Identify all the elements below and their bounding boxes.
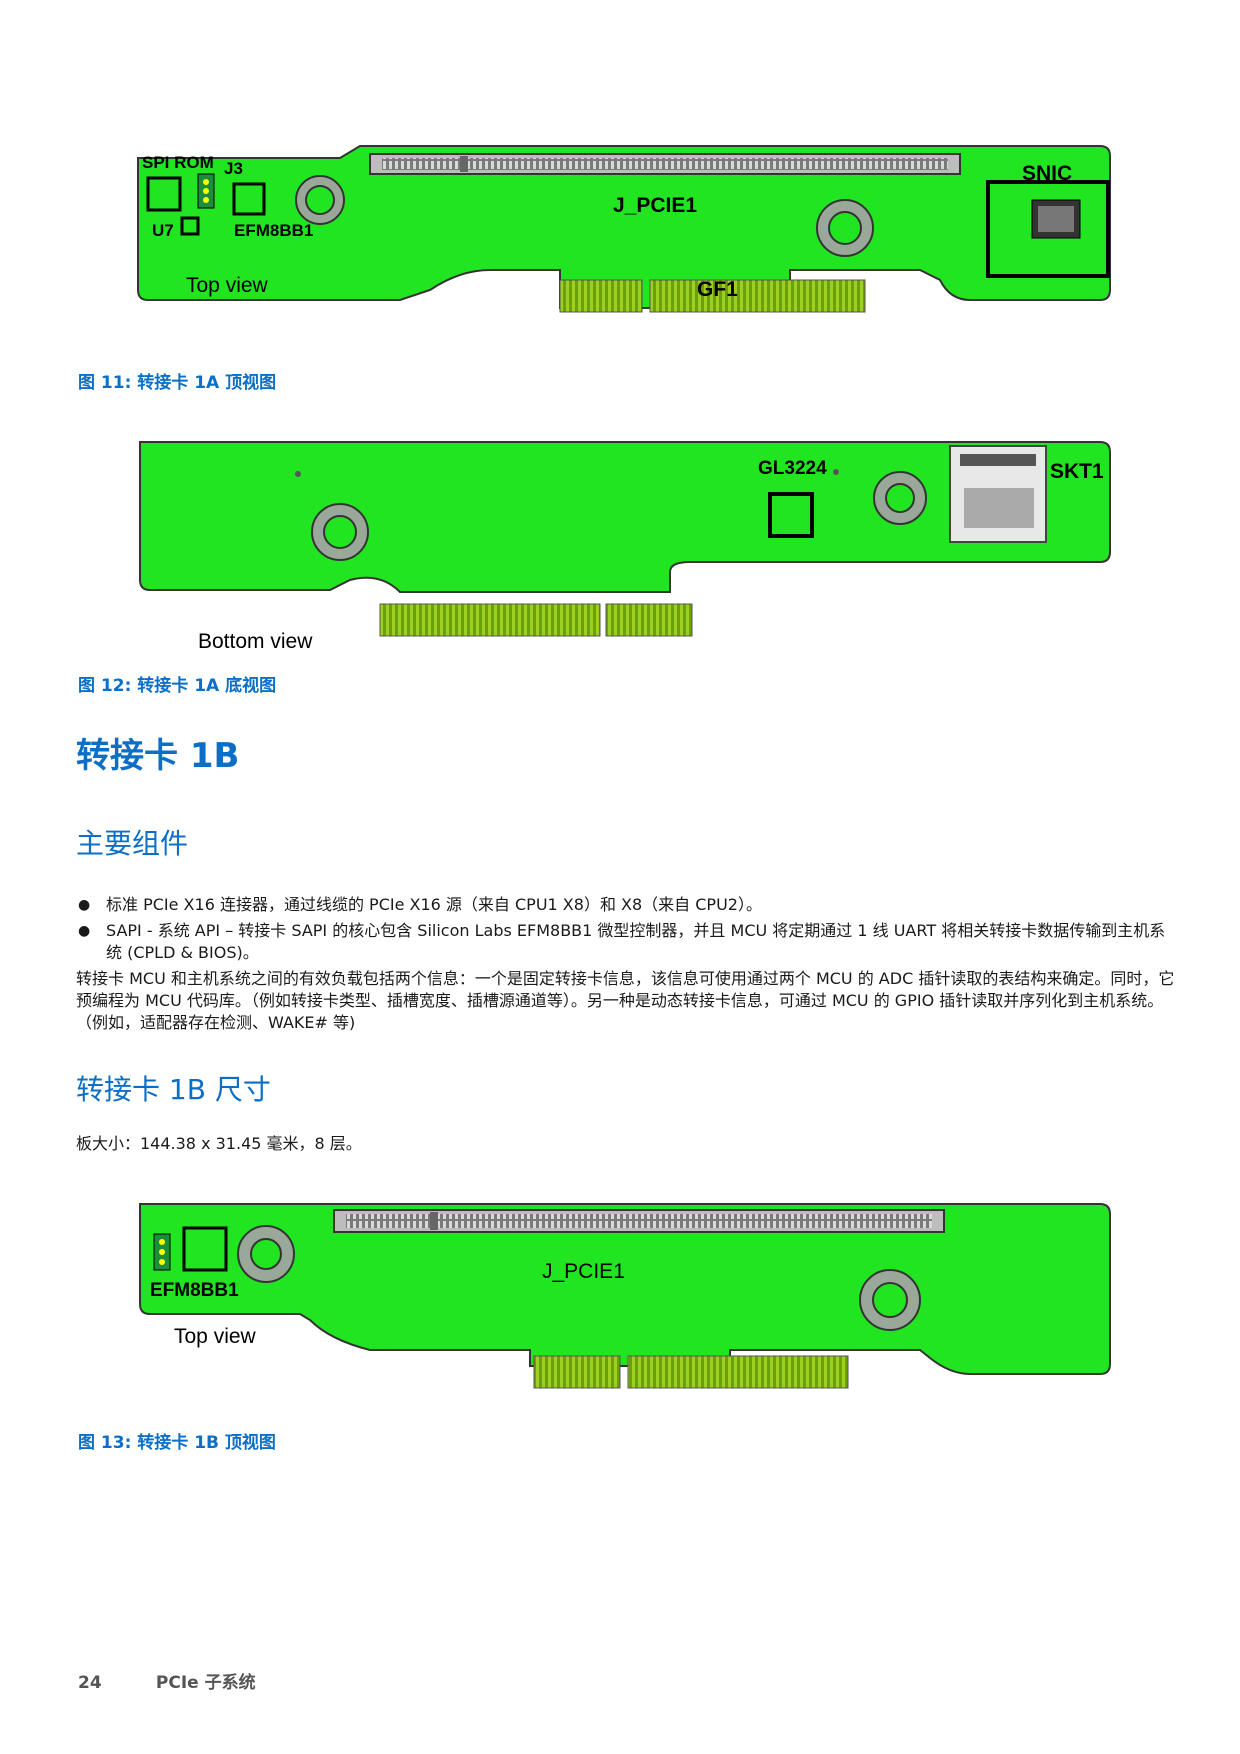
page-number: 24: [78, 1673, 102, 1693]
view-label: Top view: [186, 274, 269, 297]
skt1-label: SKT1: [1050, 460, 1104, 483]
j-pcie1-label: J_PCIE1: [613, 194, 697, 217]
figure-11-caption: 图 11: 转接卡 1A 顶视图: [78, 373, 277, 393]
figure-13-caption: 图 13: 转接卡 1B 顶视图: [78, 1433, 276, 1453]
pcb-board: [139, 1203, 1111, 1375]
snic-label: SNIC: [1022, 162, 1072, 185]
dimensions-heading: 转接卡 1B 尺寸: [76, 1073, 271, 1106]
board-size-text: 板大小：144.38 x 31.45 毫米，8 层。: [76, 1134, 362, 1153]
figure-12-caption: 图 12: 转接卡 1A 底视图: [78, 676, 277, 696]
gold-fingers-left: [559, 279, 643, 313]
gf1-label: GF1: [697, 278, 738, 301]
j-pcie1-label: J_PCIE1: [542, 1260, 625, 1283]
efm8bb1-chip: [232, 182, 266, 216]
efm8bb1-label: EFM8BB1: [150, 1280, 239, 1301]
gl3224-chip: [768, 492, 814, 538]
u7-chip: [180, 216, 200, 236]
view-label: Bottom view: [198, 630, 313, 652]
list-item: ●标准 PCIe X16 连接器，通过线缆的 PCIe X16 源（来自 CPU…: [78, 895, 762, 914]
gold-fingers-left: [533, 1355, 621, 1389]
snic-connector-area: [986, 180, 1110, 278]
page-footer: 24 PCIe 子系统: [78, 1668, 256, 1693]
riser-1a-top-view-figure: SPI ROM J3 U7 EFM8BB1 J_PCIE1 SNIC GF1 T…: [137, 145, 1111, 313]
gold-fingers-right: [649, 279, 866, 313]
spi-rom-label: SPI ROM: [142, 153, 214, 172]
section-title: 转接卡 1B: [76, 736, 240, 776]
gold-fingers-right: [605, 603, 693, 637]
footer-section: PCIe 子系统: [155, 1673, 256, 1693]
components-list: ●标准 PCIe X16 连接器，通过线缆的 PCIe X16 源（来自 CPU…: [76, 894, 1166, 968]
riser-1a-bottom-view-figure: GL3224 SKT1 Bottom view: [139, 441, 1111, 652]
payload-paragraph: 转接卡 MCU 和主机系统之间的有效负载包括两个信息：一个是固定转接卡信息，该信…: [76, 969, 1175, 1032]
gold-fingers-left: [379, 603, 601, 637]
u7-label: U7: [152, 221, 174, 240]
riser-1b-top-view-figure: EFM8BB1 J_PCIE1 Top view: [139, 1203, 1111, 1389]
view-label: Top view: [174, 1325, 257, 1348]
spi-rom-chip: [146, 176, 182, 212]
list-item: ●SAPI - 系统 API – 转接卡 SAPI 的核心包含 Silicon …: [78, 921, 1166, 962]
efm8bb1-label: EFM8BB1: [234, 221, 313, 240]
pcb-board: [137, 145, 1111, 309]
gl3224-label: GL3224: [758, 458, 827, 479]
components-heading: 主要组件: [76, 827, 189, 860]
pcb-board: [139, 441, 1111, 593]
efm8bb1-chip: [182, 1226, 228, 1272]
gold-fingers-right: [627, 1355, 849, 1389]
j3-label: J3: [224, 159, 243, 178]
